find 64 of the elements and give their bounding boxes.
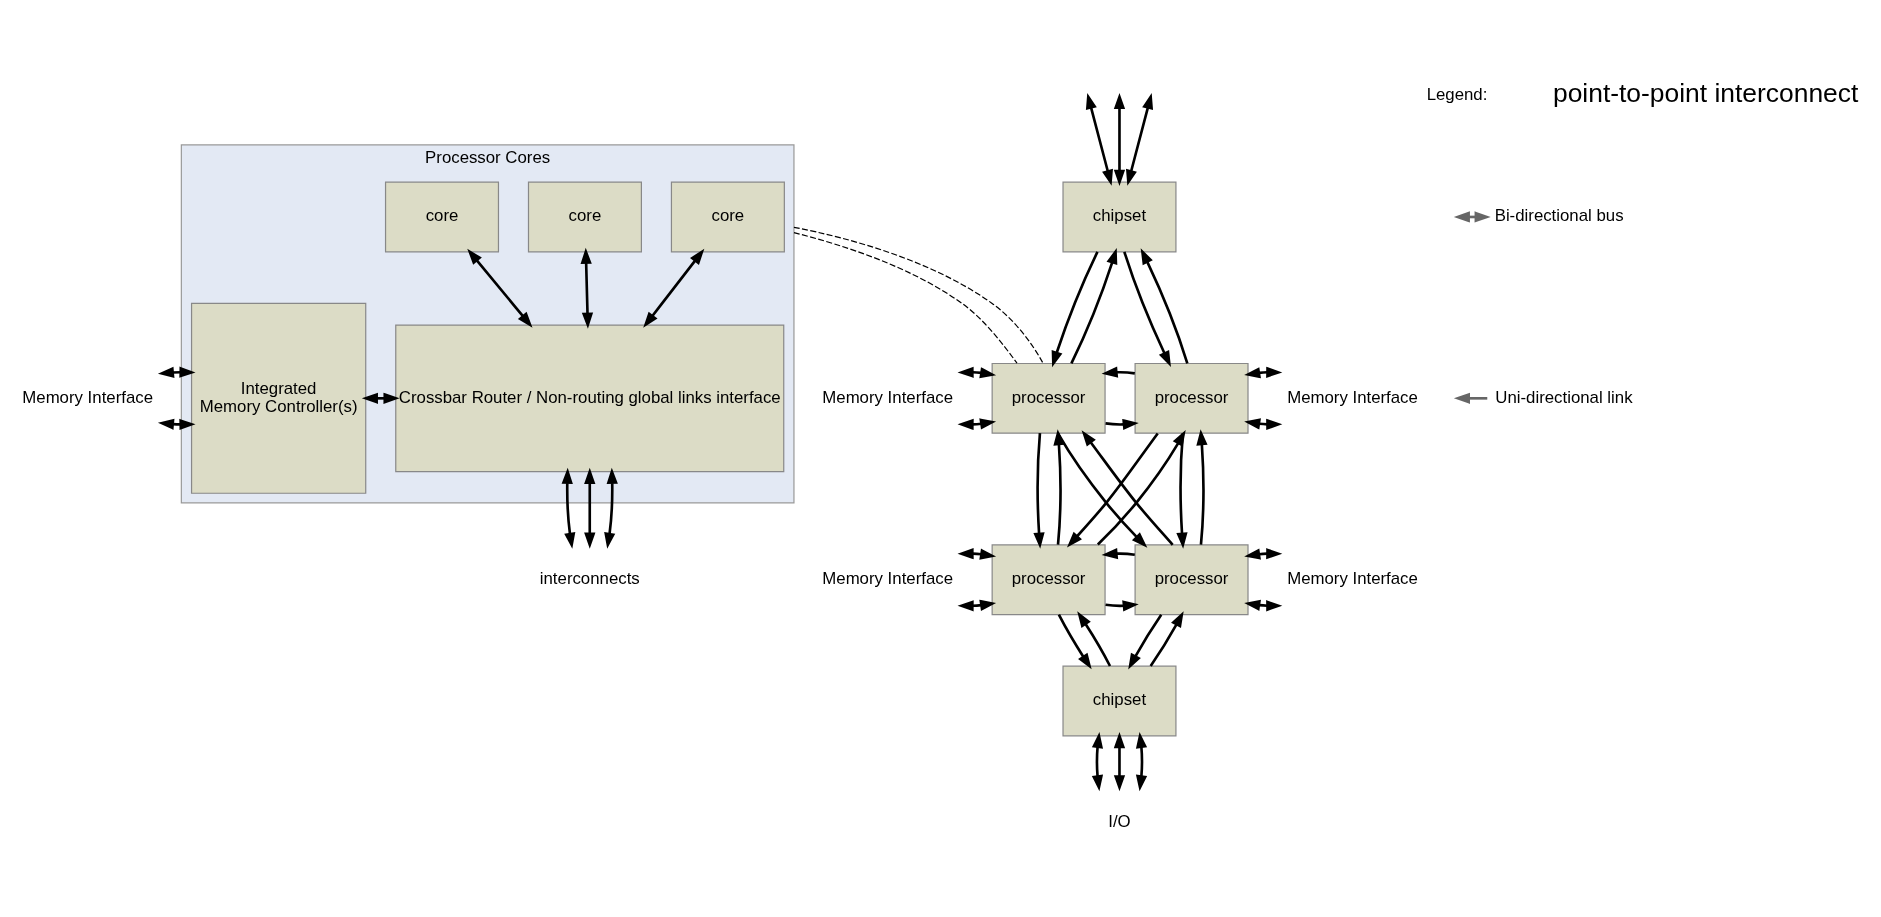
label: point-to-point interconnect xyxy=(1553,77,1859,108)
arrow xyxy=(1091,731,1104,791)
arrow xyxy=(1244,599,1283,611)
arrow xyxy=(1053,428,1065,545)
arrow xyxy=(1123,250,1171,367)
arrow xyxy=(1128,613,1163,669)
arrow xyxy=(467,248,533,328)
arrow xyxy=(157,366,196,378)
arrow xyxy=(561,467,576,549)
node-text: interconnects xyxy=(539,568,640,588)
legend-label: Bi-directional bus xyxy=(1494,205,1624,225)
arrow xyxy=(1070,247,1118,364)
arrow xyxy=(580,247,594,329)
node-text: Memory Interface xyxy=(822,568,953,588)
label: Legend: xyxy=(1426,84,1488,104)
arrow xyxy=(584,467,596,549)
node-text: I/O xyxy=(1108,811,1131,831)
node-box: core xyxy=(384,181,500,252)
node-text: Memory Interface xyxy=(22,387,153,407)
arrow xyxy=(1244,547,1283,560)
arrow xyxy=(1101,547,1135,559)
arrow xyxy=(957,547,997,560)
node-box: Crossbar Router / Non-routing global links interface xyxy=(395,323,785,472)
arrow xyxy=(1081,429,1174,546)
node-box: processor xyxy=(991,362,1106,434)
node-box: chipset xyxy=(1062,181,1177,252)
arrow xyxy=(1051,250,1099,367)
arrow xyxy=(1244,417,1283,430)
arrow xyxy=(1033,432,1045,549)
node-box: processor xyxy=(991,543,1106,615)
arrow xyxy=(1125,92,1154,186)
node-text: Memory Interface xyxy=(1287,387,1418,407)
node-box: core xyxy=(670,181,785,252)
arrow xyxy=(1096,429,1186,545)
legend-label: Uni-directional link xyxy=(1495,387,1633,407)
arrow xyxy=(1140,247,1189,364)
arrow xyxy=(604,467,618,549)
arrow xyxy=(1066,432,1159,547)
arrow xyxy=(957,417,997,430)
arrow xyxy=(1105,599,1139,611)
arrow xyxy=(1113,731,1126,791)
arrow xyxy=(1085,92,1113,186)
node-box: processor xyxy=(1134,543,1249,615)
arrow xyxy=(957,599,997,611)
arrow xyxy=(1196,428,1208,545)
arrow xyxy=(957,366,997,378)
arrow xyxy=(1057,613,1092,669)
node-box: chipset xyxy=(1062,665,1177,736)
arrow xyxy=(1149,610,1184,667)
arrow xyxy=(1244,366,1283,378)
arrow xyxy=(157,418,196,430)
node-text: Memory Interface xyxy=(1287,568,1418,588)
node-text: Memory Interface xyxy=(822,387,953,407)
node-box: processor xyxy=(1134,362,1249,434)
arrow xyxy=(643,248,705,328)
node-box: Integrated Memory Controller(s) xyxy=(190,302,367,494)
node-box: core xyxy=(527,181,642,252)
arrow xyxy=(1077,610,1112,667)
arrow xyxy=(1113,92,1126,186)
arrow xyxy=(1101,366,1135,378)
arrow xyxy=(1105,418,1139,430)
arrow xyxy=(361,392,400,404)
arrow xyxy=(1135,731,1148,791)
arrow xyxy=(1056,432,1148,548)
